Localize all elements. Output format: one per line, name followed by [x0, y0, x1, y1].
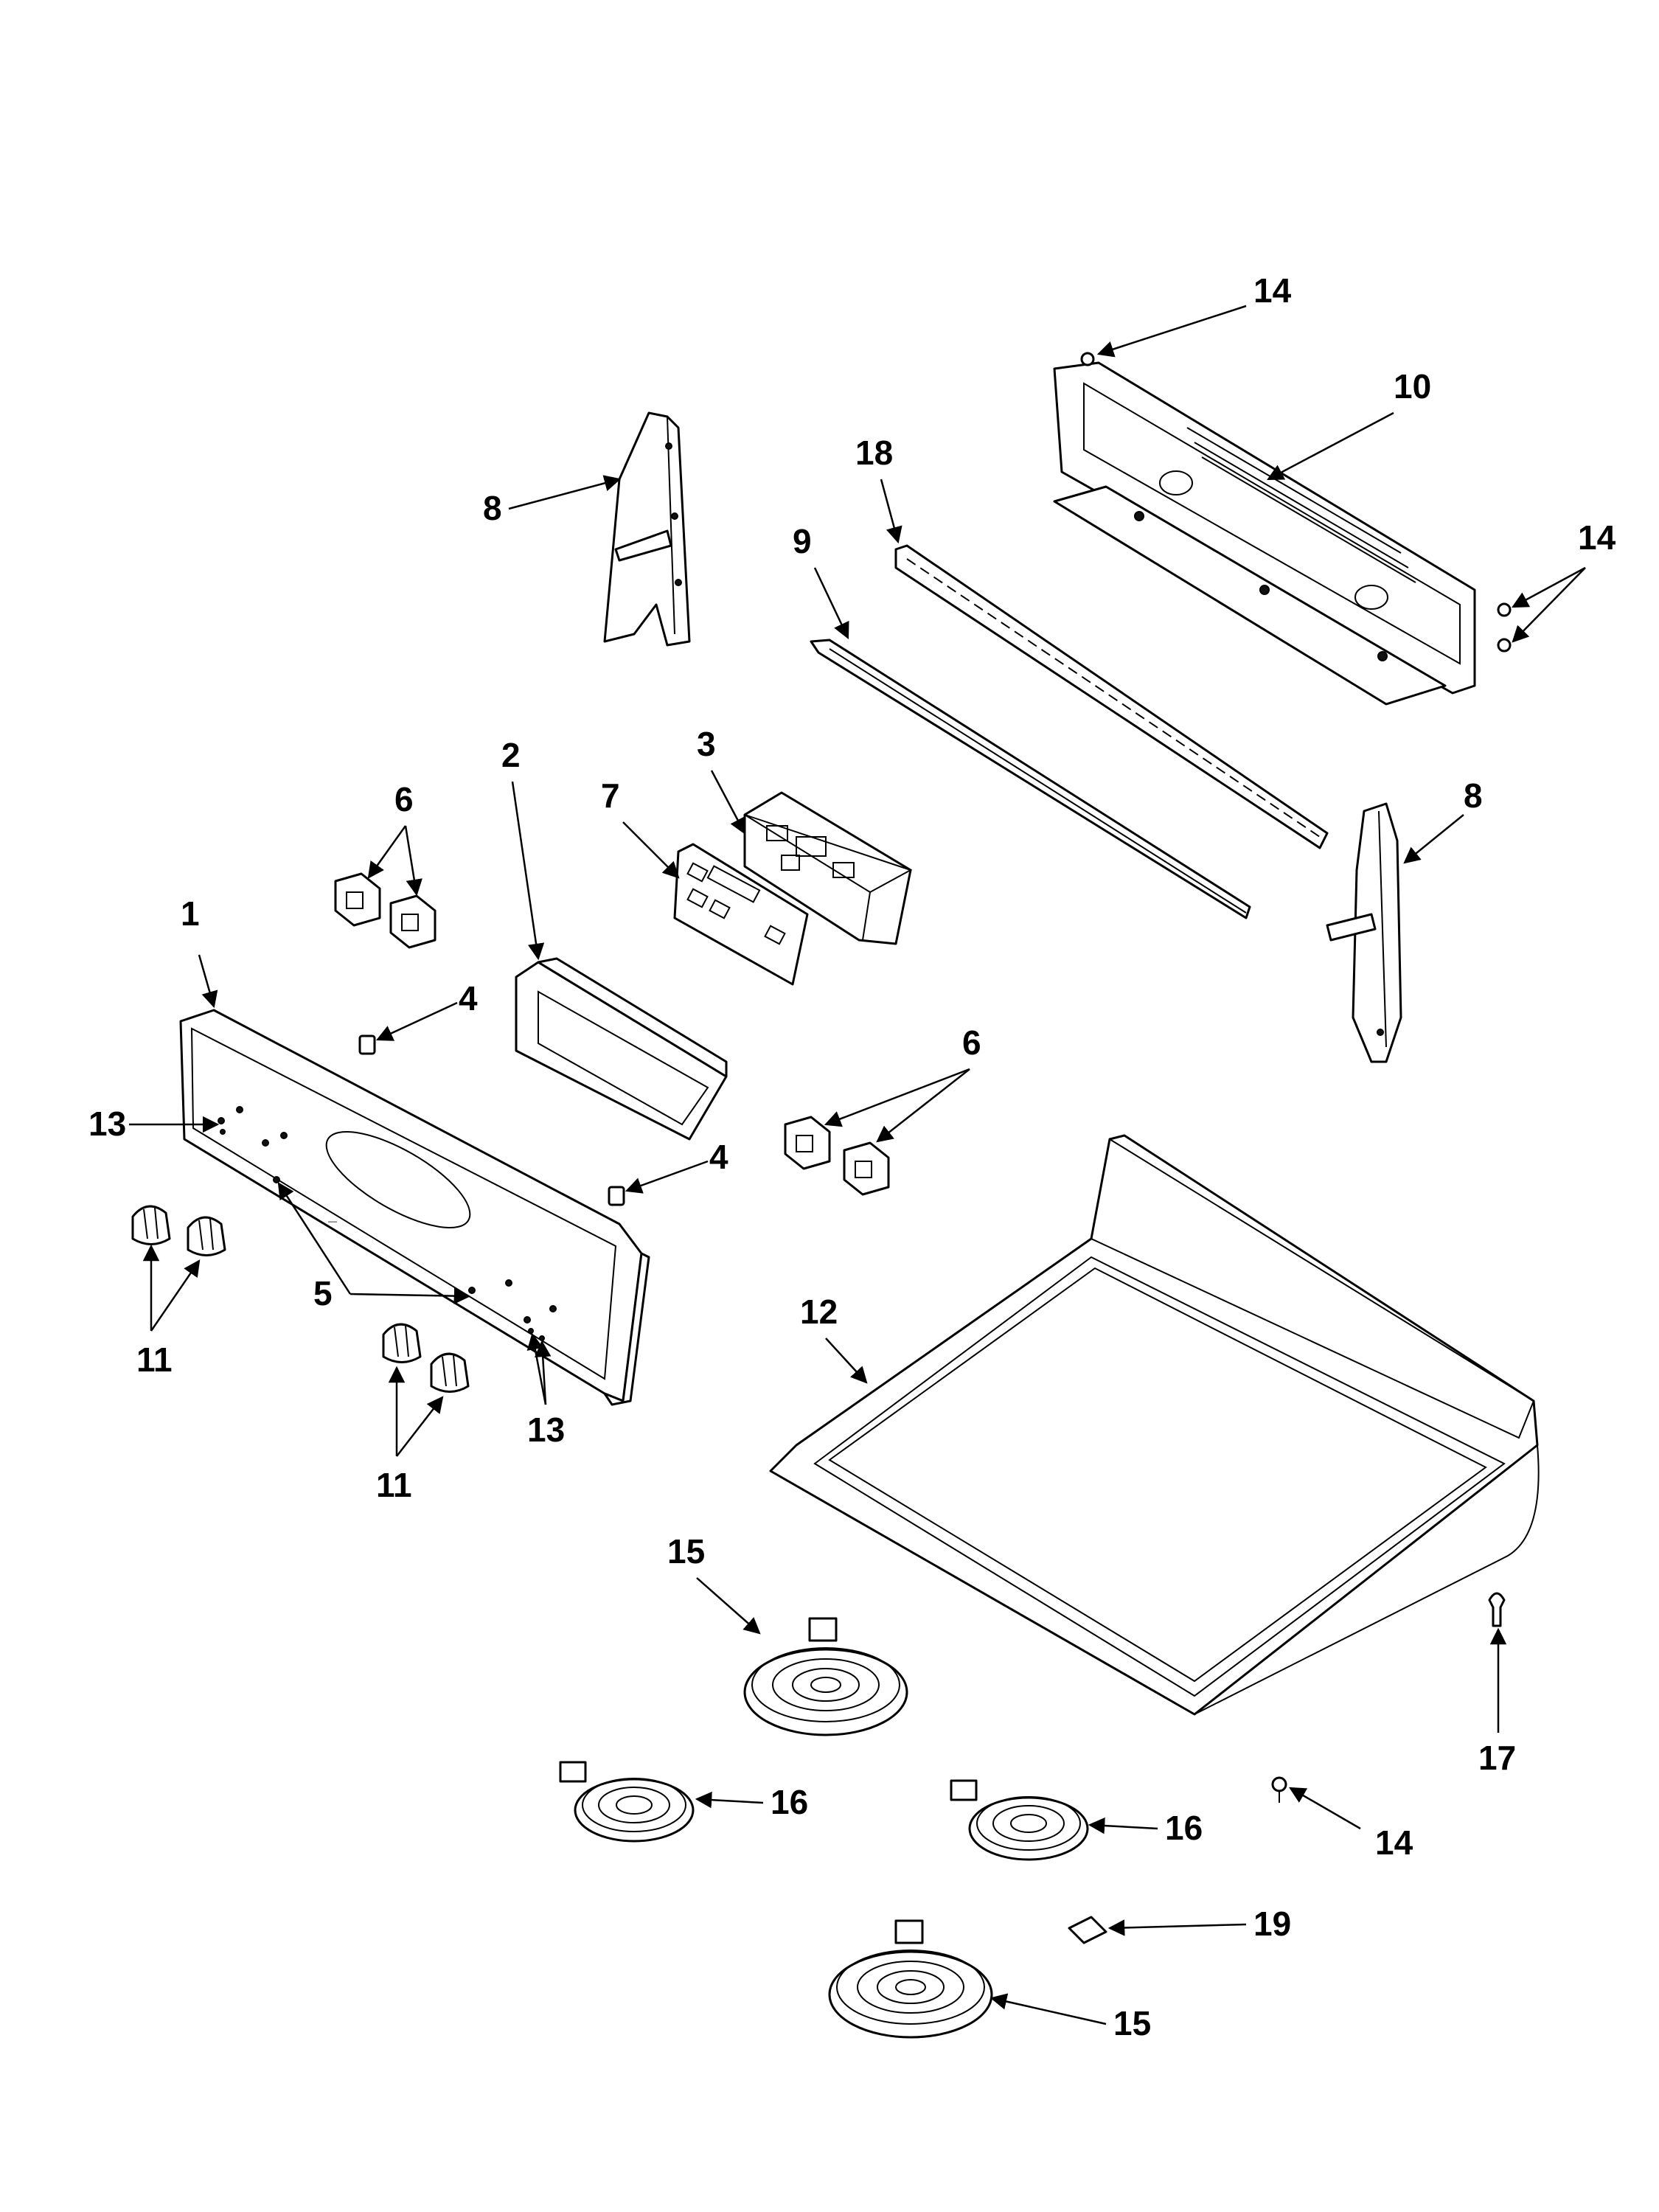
- callout-16-left: 16: [771, 1783, 808, 1821]
- part-6-switch-lower-a: [784, 1116, 831, 1170]
- callout-3: 3: [697, 725, 716, 763]
- callout-7: 7: [601, 776, 620, 815]
- callout-6-lower: 6: [962, 1023, 981, 1062]
- callout-1: 1: [181, 894, 200, 933]
- callout-9: 9: [793, 522, 812, 560]
- part-1-control-panel: —: [179, 1009, 650, 1406]
- part-4-clip-lower: [608, 1186, 625, 1206]
- callout-12: 12: [800, 1293, 838, 1331]
- part-19-clip: [1068, 1916, 1107, 1944]
- part-10-rear-panel: [1053, 361, 1476, 706]
- part-9-rail: [810, 639, 1251, 919]
- callout-10: 10: [1394, 367, 1431, 406]
- callout-14-bottom: 14: [1375, 1823, 1413, 1862]
- part-4-clip-upper: [358, 1034, 376, 1055]
- part-14-screw-right-b: [1497, 638, 1512, 653]
- callout-14-top: 14: [1253, 271, 1292, 310]
- part-6-switch-upper-b: [389, 894, 437, 949]
- callout-14-right: 14: [1578, 518, 1616, 557]
- part-15-element-large-a: [743, 1617, 908, 1736]
- callout-15-upper: 15: [667, 1532, 705, 1571]
- callout-6-upper: 6: [394, 780, 414, 818]
- callout-13-lower: 13: [527, 1411, 565, 1449]
- callout-15-lower: 15: [1113, 2004, 1151, 2042]
- part-3-electronic-control: [743, 791, 913, 945]
- part-14-screw-right-a: [1497, 602, 1512, 617]
- leader-lines: [129, 305, 1586, 2025]
- part-11-knob-c: [382, 1323, 422, 1363]
- part-14-screw-top: [1080, 352, 1095, 366]
- part-16-element-small-b: [950, 1779, 1089, 1861]
- part-14-screw-bottom: [1271, 1776, 1287, 1803]
- part-15-element-large-b: [828, 1919, 993, 2039]
- svg-text:—: —: [328, 1216, 337, 1226]
- part-11-knob-d: [430, 1352, 470, 1393]
- callout-11-lower: 11: [376, 1466, 412, 1504]
- callout-8-left: 8: [483, 489, 502, 527]
- callout-8-right: 8: [1464, 776, 1483, 815]
- part-8-left-bracket: [603, 411, 691, 647]
- callout-13-upper: 13: [88, 1105, 126, 1143]
- part-16-element-small-a: [559, 1761, 695, 1843]
- part-8-right-bracket: [1326, 802, 1402, 1063]
- callout-11-upper: 11: [136, 1340, 173, 1379]
- part-11-knob-b: [187, 1216, 226, 1256]
- callout-17: 17: [1478, 1739, 1516, 1777]
- part-7-membrane-switch: [673, 843, 809, 986]
- part-18-trim-strip: [894, 544, 1329, 849]
- part-11-knob-a: [131, 1205, 171, 1245]
- part-17-leveler: [1488, 1592, 1506, 1627]
- callout-5: 5: [313, 1274, 333, 1312]
- part-2-display-window: [515, 957, 728, 1141]
- part-6-switch-lower-b: [843, 1141, 890, 1196]
- callout-18: 18: [855, 434, 893, 472]
- part-12-cooktop: [769, 1134, 1540, 1716]
- callout-labels: 14 10 14 18 9 8 8 3 7 2 6 6 4 4 1 13 13 …: [88, 271, 1616, 2042]
- callout-4-lower: 4: [709, 1138, 728, 1176]
- callout-19: 19: [1253, 1905, 1291, 1943]
- part-6-switch-upper-a: [334, 872, 381, 927]
- callout-4-upper: 4: [459, 979, 478, 1018]
- callout-2: 2: [501, 736, 521, 774]
- callout-16-right: 16: [1165, 1809, 1203, 1847]
